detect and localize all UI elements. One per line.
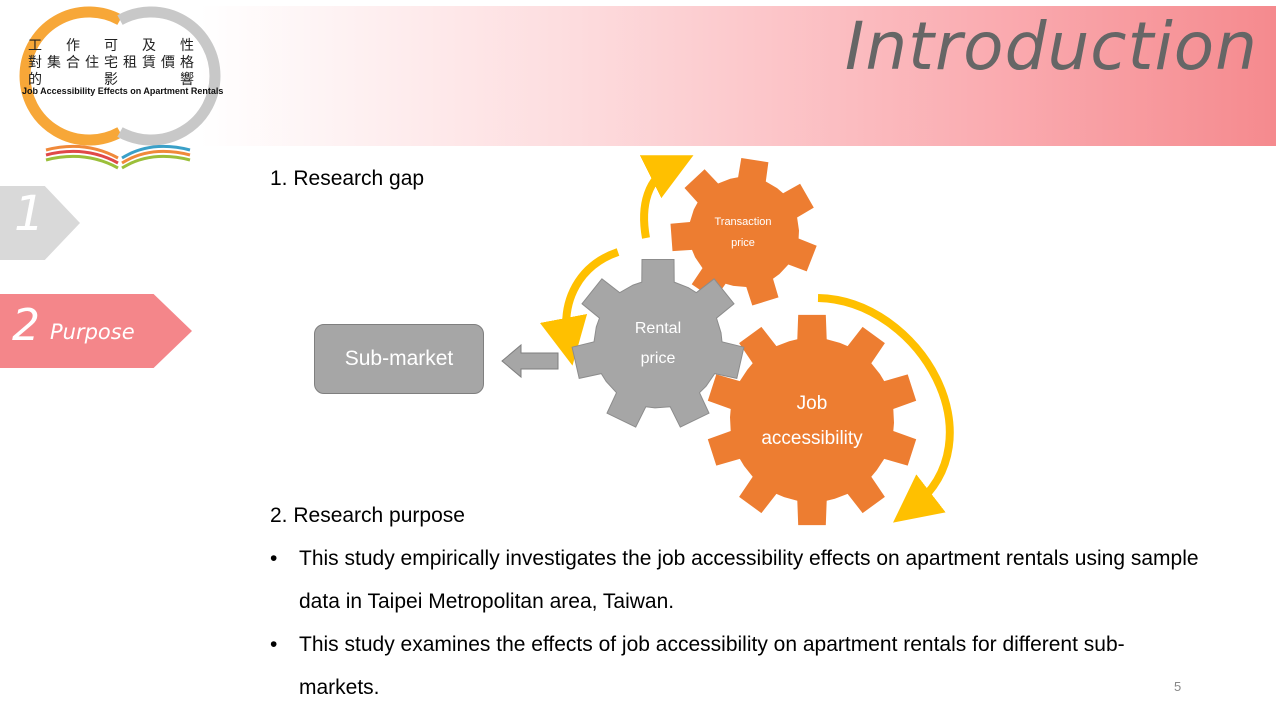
- research-gap-heading: 1. Research gap: [270, 167, 425, 190]
- job-accessibility-label-line1: Job: [796, 393, 828, 414]
- logo-chinese-title: 工 作 可 及 性 對 集 合 住 宅 租 賃 價 格 的 影 響: [28, 38, 218, 89]
- logo-char: 的: [28, 72, 42, 88]
- logo-char: 合: [66, 55, 80, 71]
- logo-char: 可: [104, 38, 118, 54]
- rental-price-label-line2: price: [640, 350, 676, 367]
- gear-trans-shape: [670, 158, 817, 306]
- job-accessibility-label-line2: accessibility: [761, 428, 863, 449]
- sub-market-box: Sub-market: [314, 324, 484, 394]
- logo-char: 租: [123, 55, 137, 71]
- logo-char: 對: [28, 55, 42, 71]
- purpose-bullet-1: • This study empirically investigates th…: [270, 537, 1200, 623]
- rental-price-label: Rental price: [608, 314, 708, 374]
- page-number: 5: [1174, 679, 1182, 694]
- logo-char: 價: [161, 55, 175, 71]
- bullet-dot: •: [270, 547, 278, 570]
- research-purpose-heading: 2. Research purpose: [270, 504, 465, 527]
- transaction-price-label-line2: price: [731, 237, 755, 249]
- logo-char: 工: [28, 38, 42, 54]
- purpose-bullet-2-text: This study examines the effects of job a…: [299, 633, 1125, 699]
- gear-rental-shape: [571, 259, 745, 428]
- header-banner: [200, 6, 1276, 146]
- nav-section-1-number[interactable]: 1: [14, 186, 45, 242]
- logo-char: 及: [142, 38, 156, 54]
- nav-section-2-label[interactable]: Purpose: [50, 320, 135, 344]
- slide-title: Introduction: [844, 8, 1258, 85]
- nav-section-2-purpose[interactable]: [0, 294, 192, 368]
- logo-english-title: Job Accessibility Effects on Apartment R…: [22, 86, 224, 96]
- logo-char: 影: [104, 72, 118, 88]
- transaction-price-label: Transaction price: [700, 212, 786, 254]
- rental-price-label-line1: Rental: [634, 320, 682, 337]
- logo-char: 宅: [104, 55, 118, 71]
- logo-char: 作: [66, 38, 80, 54]
- logo-char: 賃: [142, 55, 156, 71]
- logo-char: 性: [180, 38, 194, 54]
- rental-price-gear: [571, 259, 745, 428]
- logo-char: 住: [85, 55, 99, 71]
- bullet-dot: •: [270, 633, 278, 656]
- cycle-arrow-top: [639, 155, 694, 239]
- cycle-arrow-large: [817, 294, 954, 523]
- left-arrow-icon: [501, 343, 559, 379]
- job-accessibility-label: Job accessibility: [742, 386, 882, 456]
- transaction-price-gear: [670, 158, 817, 306]
- purpose-bullet-1-text: This study empirically investigates the …: [299, 547, 1199, 613]
- transaction-price-label-line1: Transaction: [714, 216, 772, 228]
- logo-char: 響: [180, 72, 194, 88]
- gear-job-shape: [707, 314, 917, 526]
- logo-char: 格: [180, 55, 194, 71]
- job-accessibility-gear: [707, 314, 917, 526]
- cycle-arrow-left: [539, 248, 620, 366]
- nav-section-2-number[interactable]: 2: [12, 300, 40, 351]
- project-logo: [0, 0, 240, 180]
- logo-rings-icon: [19, 6, 221, 170]
- purpose-bullet-2: • This study examines the effects of job…: [270, 623, 1200, 709]
- logo-char: 集: [47, 55, 61, 71]
